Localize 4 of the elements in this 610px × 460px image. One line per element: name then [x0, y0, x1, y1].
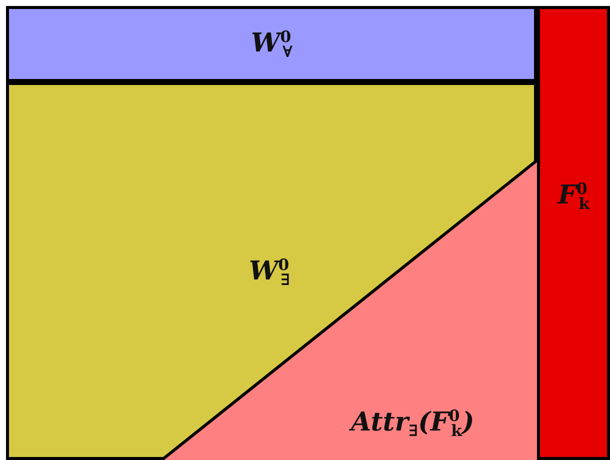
region-label: Attr$_{∃}$(F$^{0}$$_{k}$)	[351, 408, 474, 438]
lower-region	[6, 82, 537, 460]
side-bar	[537, 6, 610, 460]
top-band	[6, 6, 537, 82]
